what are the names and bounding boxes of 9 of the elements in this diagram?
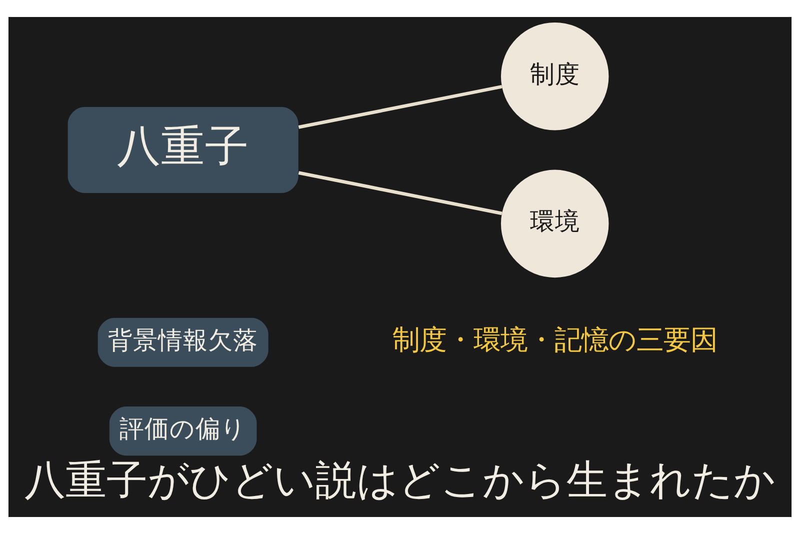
node-box: 背景情報欠落 [98,317,268,366]
node-box: 八重子 [68,106,298,192]
connector [298,84,502,128]
node-circle: 制度 [500,22,609,130]
node-box: 評価の偏り [109,406,257,456]
connector [298,170,502,215]
label: 制度・環境・記憶の三要因 [392,324,718,356]
node-circle: 環境 [500,169,609,278]
diagram-title: 八重子がひどい説はどこから生まれたか [24,455,776,504]
